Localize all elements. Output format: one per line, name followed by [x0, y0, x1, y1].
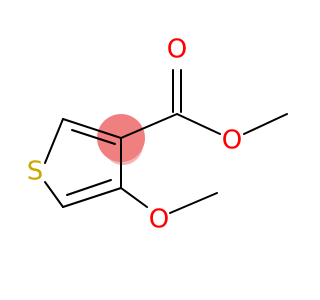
bond-s-c2: [44, 118, 64, 164]
ester-oxygen-label: O: [222, 126, 242, 156]
bond-c2-c3-double: [71, 129, 116, 145]
bond-methoxy-methyl: [169, 192, 218, 214]
bond-ring-ester-carbon: [120, 113, 178, 139]
bond-c2-c3: [62, 118, 122, 139]
molecule-drawing: S O O O: [27, 35, 288, 235]
bond-ring-methoxy-oxygen: [120, 187, 148, 208]
bond-c5-s: [44, 181, 64, 208]
bond-c4-c5-double: [66, 179, 112, 196]
bond-ester-oxygen: [176, 113, 221, 135]
methoxy-oxygen-label: O: [149, 205, 169, 235]
sulfur-label: S: [27, 157, 44, 187]
bond-ester-methyl: [243, 113, 288, 135]
carbonyl-oxygen-label: O: [167, 35, 187, 65]
structure-canvas: S O O O: [27, 35, 288, 235]
bond-c4-c5: [62, 187, 122, 208]
